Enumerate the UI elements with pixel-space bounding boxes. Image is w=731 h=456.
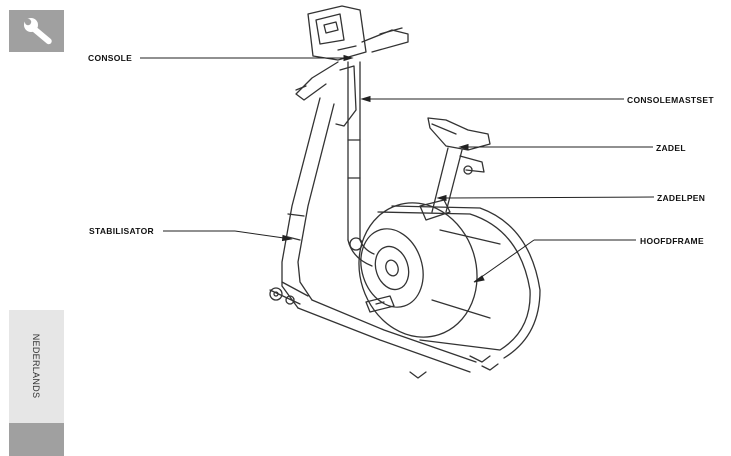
label-stabilisator: STABILISATOR — [89, 226, 154, 236]
stabilisator-leader — [163, 230, 293, 242]
seat-post — [419, 147, 485, 221]
zadel-leader — [458, 143, 653, 151]
wrench-icon — [24, 18, 52, 45]
zadelpen-leader — [436, 194, 655, 202]
label-hoofdframe: HOOFDFRAME — [640, 236, 704, 246]
front-stabiliser — [269, 281, 309, 305]
bottom-tab — [9, 423, 64, 456]
label-zadelpen: ZADELPEN — [657, 193, 706, 203]
tools-tab[interactable] — [9, 10, 64, 52]
label-console: CONSOLE — [88, 53, 133, 63]
console-unit — [307, 5, 367, 61]
flywheel-housing — [358, 202, 541, 363]
handlebars — [295, 27, 409, 127]
consolemastset-leader — [360, 95, 624, 103]
language-tab[interactable]: NEDERLANDS — [9, 310, 64, 423]
label-zadel: ZADEL — [656, 143, 686, 153]
pedals — [349, 237, 395, 313]
console-leader — [140, 54, 354, 62]
label-consolemastset: CONSOLEMASTSET — [627, 95, 714, 105]
frame-tube — [281, 97, 477, 373]
rear-feet — [409, 363, 499, 379]
seat — [427, 117, 491, 151]
hoofdframe-leader — [473, 239, 636, 283]
console-mast — [347, 61, 361, 241]
